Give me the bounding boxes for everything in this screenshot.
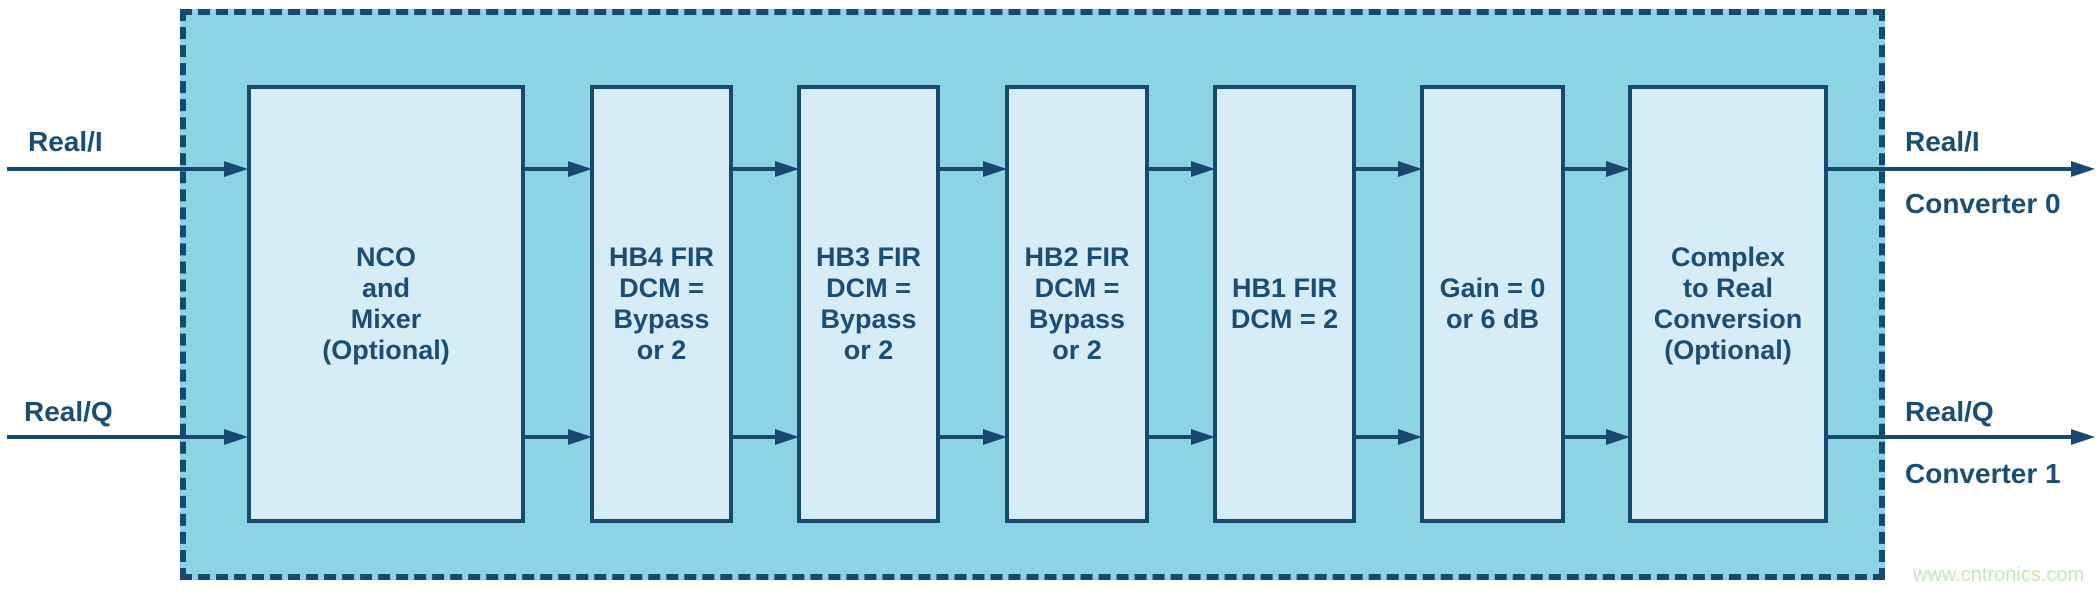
block-hb1-fir: HB1 FIR DCM = 2 xyxy=(1213,85,1356,523)
arrow-output-q-icon xyxy=(1826,429,2095,445)
arrow-hb1-to-gain-q-icon xyxy=(1354,429,1422,445)
block-hb2-fir: HB2 FIR DCM = Bypass or 2 xyxy=(1005,85,1149,523)
arrow-input-q-icon xyxy=(7,429,248,445)
arrow-hb1-to-gain-i-icon xyxy=(1354,161,1422,177)
block-gain: Gain = 0 or 6 dB xyxy=(1420,85,1565,523)
arrow-output-i-icon xyxy=(1826,161,2095,177)
watermark: www.cntronics.com xyxy=(1913,564,2085,586)
arrow-nco-to-hb4-i-icon xyxy=(523,161,592,177)
input-label-real-i: Real/I xyxy=(28,126,103,157)
input-label-real-q: Real/Q xyxy=(24,396,113,427)
output-label-converter-1: Converter 1 xyxy=(1905,458,2061,489)
block-hb3-fir: HB3 FIR DCM = Bypass or 2 xyxy=(797,85,940,523)
arrow-hb2-to-hb1-q-icon xyxy=(1147,429,1215,445)
arrow-nco-to-hb4-q-icon xyxy=(523,429,592,445)
output-label-real-q: Real/Q xyxy=(1905,396,1994,427)
arrow-hb4-to-hb3-i-icon xyxy=(731,161,799,177)
arrow-input-i-icon xyxy=(7,161,248,177)
arrow-hb3-to-hb2-q-icon xyxy=(938,429,1007,445)
arrow-gain-to-c2r-i-icon xyxy=(1563,161,1630,177)
arrow-hb3-to-hb2-i-icon xyxy=(938,161,1007,177)
block-hb4-fir: HB4 FIR DCM = Bypass or 2 xyxy=(590,85,733,523)
arrow-hb2-to-hb1-i-icon xyxy=(1147,161,1215,177)
arrow-gain-to-c2r-q-icon xyxy=(1563,429,1630,445)
block-complex-to-real: Complex to Real Conversion (Optional) xyxy=(1628,85,1828,523)
output-label-real-i: Real/I xyxy=(1905,126,1980,157)
block-nco-mixer: NCO and Mixer (Optional) xyxy=(247,85,525,523)
output-label-converter-0: Converter 0 xyxy=(1905,188,2061,219)
arrow-hb4-to-hb3-q-icon xyxy=(731,429,799,445)
